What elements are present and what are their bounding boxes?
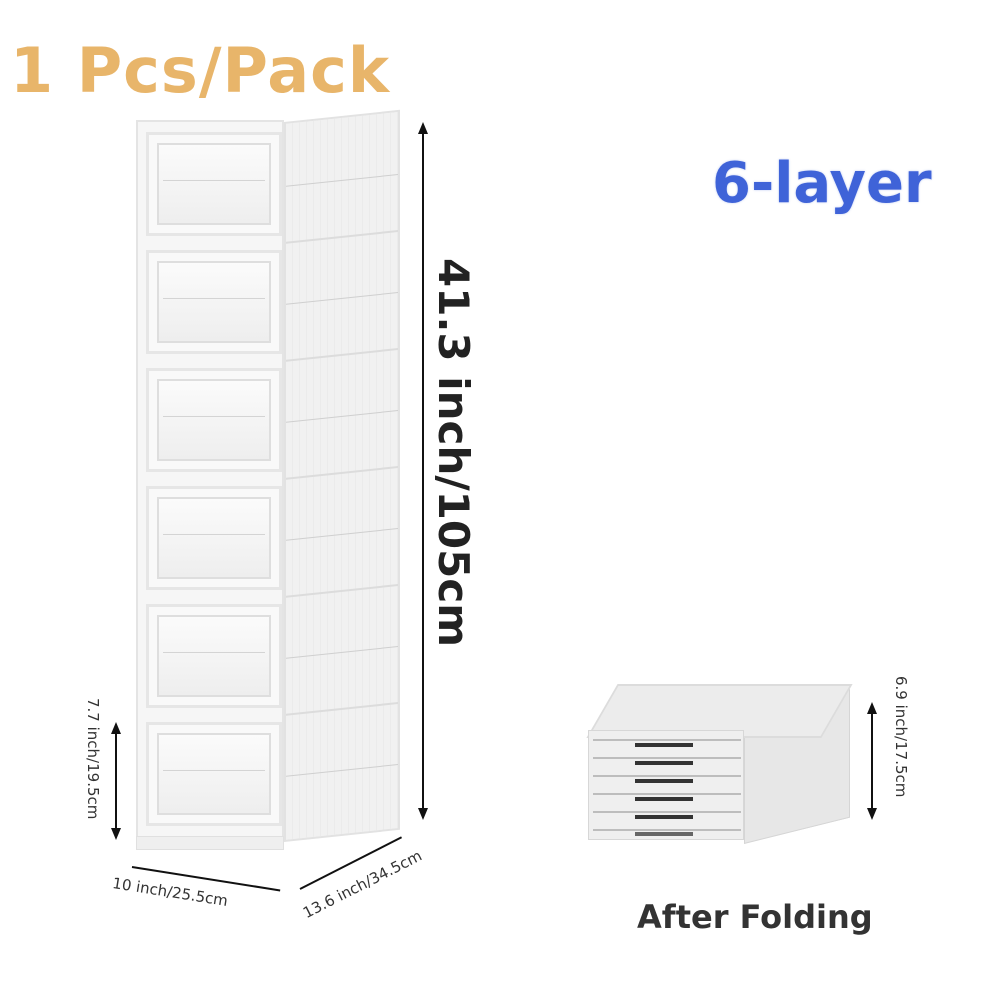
height-arrow-down-icon — [418, 808, 428, 820]
cabinet-illustration — [132, 109, 402, 860]
folded-height-dimension-line — [871, 710, 873, 812]
folded-height-arrow-up-icon — [867, 702, 877, 714]
cabinet-front-frame — [136, 120, 284, 842]
layer-height-dimension-line — [115, 730, 117, 832]
pack-quantity-label: 1 Pcs/Pack — [10, 34, 391, 107]
drawer-6 — [146, 722, 282, 826]
drawer-4 — [146, 486, 282, 590]
folded-height-label: 6.9 inch/17.5cm — [892, 676, 910, 798]
cabinet-base — [136, 836, 284, 850]
layer-count-label: 6-layer — [712, 151, 932, 216]
total-height-label: 41.3 inch/105cm — [429, 258, 478, 648]
layer-height-arrow-down-icon — [111, 828, 121, 840]
cabinet-side-panel — [284, 109, 400, 842]
folded-height-arrow-down-icon — [867, 808, 877, 820]
folded-box-front — [588, 730, 744, 840]
layer-height-arrow-up-icon — [111, 722, 121, 734]
layer-height-label: 7.7 inch/19.5cm — [84, 698, 102, 820]
drawer-5 — [146, 604, 282, 708]
height-arrow-up-icon — [418, 122, 428, 134]
drawer-2 — [146, 250, 282, 354]
drawer-1 — [146, 132, 282, 236]
after-folding-caption: After Folding — [637, 898, 873, 936]
folded-box-illustration — [586, 682, 853, 862]
drawer-3 — [146, 368, 282, 472]
height-dimension-line — [422, 130, 424, 812]
